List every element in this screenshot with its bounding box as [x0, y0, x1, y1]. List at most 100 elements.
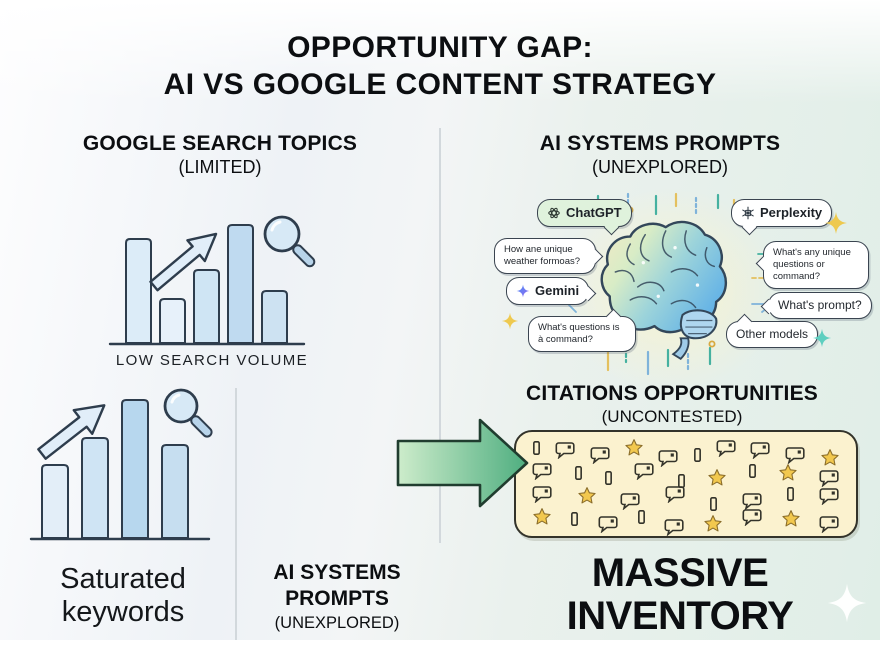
bar-chart-icon-saturated [29, 388, 213, 541]
star-icon [704, 514, 722, 531]
speech-bubble-icon [590, 446, 610, 464]
star-icon-slot [820, 448, 840, 468]
bar [159, 298, 186, 344]
bubble-icon-slot [716, 439, 737, 457]
star-icon-slot [703, 514, 723, 534]
divider-line-left [235, 388, 237, 642]
weather-question-text: How ane unique weather formoas? [504, 244, 581, 267]
divider-line-main [439, 128, 441, 543]
sparkle-icon-gold [825, 212, 847, 234]
speech-bubble-icon [555, 441, 575, 459]
bar [125, 238, 152, 344]
google-search-topics-heading: GOOGLE SEARCH TOPICS [82, 132, 358, 155]
citations-opportunities-heading: CITATIONS OPPORTUNITIES [526, 382, 818, 405]
growth-arrow-icon [149, 232, 218, 292]
bar [41, 464, 69, 539]
chat-bubble-unique-question: What's any unique questions or command? [755, 241, 869, 289]
tag-icon [637, 509, 645, 524]
chat-bubble-other-models: Other models [726, 313, 819, 348]
tag-icon [748, 463, 756, 478]
rect-icon-slot [693, 447, 702, 463]
bubble-icon-slot [532, 462, 553, 480]
bubble-icon-slot [742, 508, 763, 526]
speech-bubble-icon [620, 492, 640, 510]
chat-bubble-whats-prompt: What's prompt? [760, 292, 872, 319]
keywords-line: keywords [61, 596, 185, 629]
limited-subheading: (LIMITED) [178, 157, 262, 178]
bubble-icon-slot [819, 487, 840, 505]
mid-line2: PROMPTS [285, 587, 389, 611]
rect-icon-slot [574, 465, 583, 481]
tag-icon [605, 470, 613, 485]
rect-icon-slot [532, 440, 541, 456]
bubble-icon-slot [634, 462, 655, 480]
unique-question-text: What's any unique questions or command? [773, 247, 851, 282]
star-icon [533, 507, 551, 524]
speech-bubble-icon [532, 485, 552, 503]
ai-systems-prompts-mid-label: AI SYSTEMS PROMPTS (UNEXPLORED) [238, 560, 436, 633]
star-icon [577, 486, 596, 503]
star-icon-slot [577, 486, 597, 506]
saturated-keywords-label: Saturated keywords [14, 563, 232, 630]
bar-chart-icon-low-volume [108, 215, 316, 346]
bar [261, 290, 288, 344]
right-section-header: AI SYSTEMS PROMPTS (UNEXPLORED) [470, 131, 850, 179]
speech-bubble-icon [532, 462, 552, 480]
mid-line3: (UNEXPLORED) [274, 613, 400, 632]
growth-arrow-icon [37, 404, 106, 460]
tag-icon [710, 496, 718, 511]
left-section-header: GOOGLE SEARCH TOPICS (LIMITED) [28, 131, 412, 179]
tag-icon [575, 465, 583, 480]
bottom-white-strip [0, 640, 880, 646]
bubble-icon-slot [532, 485, 553, 503]
magnifier-icon [263, 215, 316, 268]
star-icon [708, 468, 726, 485]
star-icon-slot [624, 438, 644, 458]
bubble-icon-slot [665, 485, 686, 503]
sparkle-icon-white [827, 583, 867, 623]
star-icon-slot [707, 468, 727, 488]
bar [227, 224, 254, 344]
chat-bubble-perplexity: Perplexity [731, 199, 833, 235]
star-icon [779, 463, 797, 480]
sparkle-icon-gold-small [501, 312, 519, 330]
whats-prompt-text: What's prompt? [778, 298, 862, 312]
rect-icon-slot [637, 509, 646, 525]
rect-icon-slot [748, 463, 757, 479]
massive-inventory-label: MASSIVE INVENTORY [490, 551, 870, 638]
bubble-icon-slot [819, 515, 840, 533]
citations-row [532, 462, 840, 488]
star-icon-slot [778, 463, 798, 483]
saturated-line: Saturated [60, 563, 186, 595]
magnifier-icon [163, 388, 213, 438]
bubble-icon-slot [819, 469, 840, 487]
brain-illustration [600, 220, 727, 360]
chat-bubble-questions-command: What's questions is à command? [528, 308, 636, 352]
speech-bubble-icon [742, 492, 762, 510]
bubble-icon-slot [555, 441, 576, 459]
gemini-label: Gemini [535, 283, 580, 298]
perplexity-icon [741, 206, 755, 220]
citations-row [532, 438, 840, 467]
bubble-icon-slot [750, 441, 771, 459]
bubble-icon-slot [590, 446, 611, 464]
bubble-icon-slot [620, 492, 641, 510]
openai-icon [547, 206, 561, 220]
bubble-icon-slot [598, 515, 619, 533]
bar [193, 269, 220, 344]
other-models-text: Other models [736, 327, 809, 341]
bar [121, 399, 149, 539]
star-icon [821, 448, 839, 465]
bar [161, 444, 189, 539]
speech-bubble-icon [819, 469, 839, 487]
ai-systems-prompts-heading: AI SYSTEMS PROMPTS [539, 132, 781, 155]
rect-icon-slot [786, 486, 795, 502]
speech-bubble-icon [658, 449, 678, 467]
rect-icon-slot [709, 496, 718, 512]
citations-box [514, 430, 858, 538]
tag-icon [533, 440, 540, 455]
chat-bubble-gemini: Gemini [506, 277, 597, 306]
speech-bubble-icon [664, 518, 684, 536]
bar [81, 437, 109, 539]
